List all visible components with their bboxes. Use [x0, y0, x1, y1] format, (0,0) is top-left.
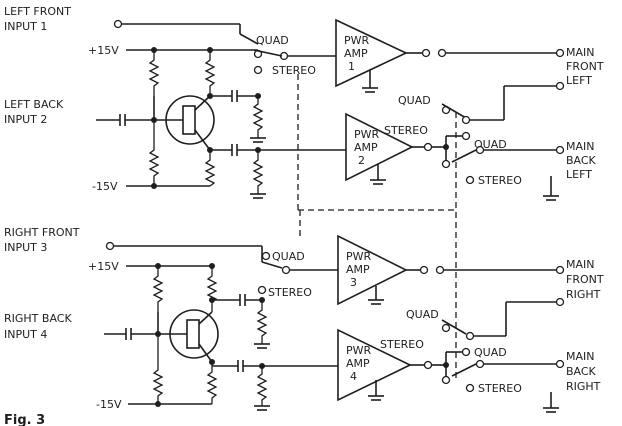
power-amp-3-line2: AMP	[346, 263, 370, 276]
left-output-switch: QUAD QUAD STEREO	[398, 81, 565, 201]
input-1-group: LEFT FRONT INPUT 1	[4, 5, 259, 45]
figure-caption: Fig. 3	[4, 413, 45, 426]
output-1-label-line1: MAIN	[566, 46, 595, 59]
power-amp-4-triangle	[337, 328, 412, 402]
input-2-label-line1: LEFT BACK	[4, 98, 64, 111]
input-4-label-line1: RIGHT BACK	[4, 312, 72, 325]
power-amp-4-line1: PWR	[346, 344, 372, 357]
output-2-label-line1: MAIN	[566, 140, 595, 153]
right-out-quad-label-2: QUAD	[474, 346, 507, 359]
output-1-label-line2: FRONT	[566, 60, 604, 73]
amp-4-stereo-label: STEREO	[380, 338, 424, 351]
input-3-group: RIGHT FRONT INPUT 3 QUAD	[4, 226, 338, 275]
bot-neg-supply-label: -15V	[96, 398, 122, 411]
top-neg-supply-label: -15V	[92, 180, 118, 193]
power-amp-3-triangle	[337, 234, 408, 306]
input-2-label-line2: INPUT 2	[4, 113, 47, 126]
top-pos-supply-label: +15V	[88, 44, 119, 57]
output-2-label-line2: BACK	[566, 154, 597, 167]
power-amp-3-line1: PWR	[346, 250, 372, 263]
input-3-label-line1: RIGHT FRONT	[4, 226, 80, 239]
power-amp-2-line3: 2	[358, 154, 365, 167]
power-amp-2-triangle	[345, 112, 414, 182]
switch-linkage	[297, 74, 457, 378]
switch-3-stereo-label: STEREO	[268, 286, 312, 299]
power-amp-1-line2: AMP	[344, 47, 368, 60]
output-3-label-line1: MAIN	[566, 258, 595, 271]
bot-pos-supply-label: +15V	[88, 260, 119, 273]
switch-1-quad-label: QUAD	[256, 34, 289, 47]
output-3-terminal	[555, 265, 565, 275]
output-4-terminal	[555, 359, 565, 369]
input-3-terminal	[105, 241, 115, 251]
switch-1-stereo-label: STEREO	[272, 64, 316, 77]
left-preamp: +15V LEFT BACK INPUT 2	[4, 44, 346, 199]
output-3-label-line2: FRONT	[566, 273, 604, 286]
switch-1: QUAD STEREO	[253, 34, 336, 77]
power-amp-3-line3: 3	[350, 276, 357, 289]
power-amp-1: PWR AMP 1	[335, 18, 565, 93]
output-1-label-line3: LEFT	[566, 74, 592, 87]
power-amp-2-line2: AMP	[354, 141, 378, 154]
power-amp-2: PWR AMP 2 STEREO	[345, 112, 471, 185]
right-out-quad-label: QUAD	[406, 308, 439, 321]
right-out-stereo-label: STEREO	[478, 382, 522, 395]
power-amp-4: PWR AMP 4 STEREO	[337, 328, 471, 402]
output-4-label-line2: BACK	[566, 365, 597, 378]
output-1-terminal	[555, 48, 565, 58]
input-1-terminal	[113, 19, 123, 29]
left-out-quad-label: QUAD	[398, 94, 431, 107]
input-4-label-line2: INPUT 4	[4, 328, 47, 341]
right-output-switch: QUAD QUAD STEREO	[406, 297, 565, 413]
output-4-label-line1: MAIN	[566, 350, 595, 363]
power-amp-3: PWR AMP 3	[337, 234, 565, 306]
input-1-label-line2: INPUT 1	[4, 20, 47, 33]
amp-2-stereo-label: STEREO	[384, 124, 428, 137]
power-amp-4-line3: 4	[350, 370, 357, 383]
output-2-terminal	[555, 145, 565, 155]
switch-3-quad-label: QUAD	[272, 250, 305, 263]
input-3-label-line2: INPUT 3	[4, 241, 47, 254]
output-2-label-line3: LEFT	[566, 168, 592, 181]
power-amp-4-line2: AMP	[346, 357, 370, 370]
power-amp-1-triangle	[335, 18, 408, 88]
input-1-label-line1: LEFT FRONT	[4, 5, 71, 18]
right-preamp: +15V STEREO RIGHT BACK INPUT 4	[4, 260, 344, 411]
output-3-label-line3: RIGHT	[566, 288, 601, 301]
power-amp-2-line1: PWR	[354, 128, 380, 141]
power-amp-1-line3: 1	[348, 60, 355, 73]
left-out-stereo-label: STEREO	[478, 174, 522, 187]
output-4-label-line3: RIGHT	[566, 380, 601, 393]
power-amp-1-line1: PWR	[344, 34, 370, 47]
